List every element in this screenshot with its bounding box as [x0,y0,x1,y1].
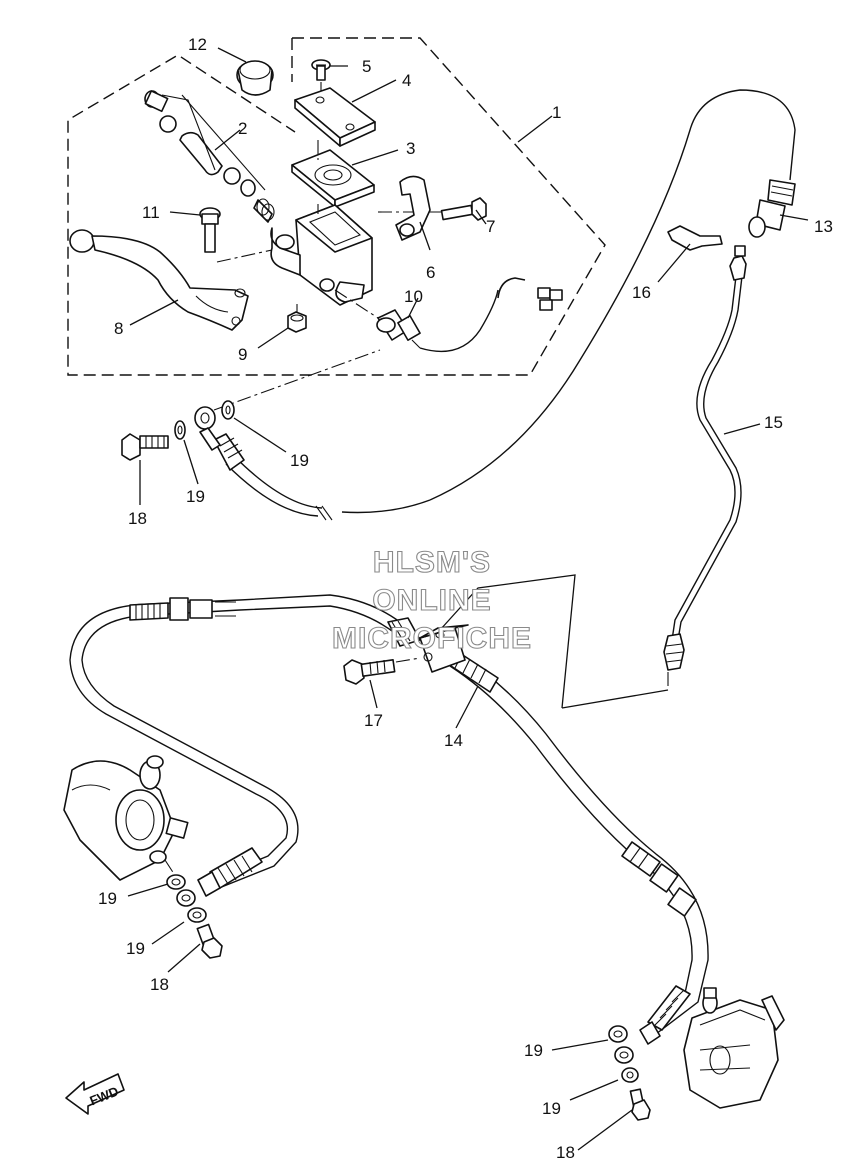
callout-18-right: 18 [556,1143,575,1162]
banjo-bolt-part-upper [121,433,169,461]
screw-part [311,59,331,100]
watermark-line-2: ONLINE [372,584,491,617]
holder-part [395,175,431,241]
callout-15: 15 [764,413,783,432]
watermark: HLSM'S ONLINE MICROFICHE [331,545,532,655]
watermark-line-3: MICROFICHE [332,622,532,655]
master-cylinder-assembly-boundary [67,37,606,376]
brake-lever-part [69,229,249,331]
callout-14: 14 [444,731,463,750]
callout-19-left-b: 19 [126,939,145,958]
left-caliper [63,755,189,881]
hose-end-fitting-part [748,179,796,238]
diaphragm-part [291,140,375,208]
callout-4: 4 [402,71,411,90]
callout-2: 2 [238,119,247,138]
callout-11: 11 [142,203,160,222]
callout-19-right-b: 19 [542,1099,561,1118]
callout-8: 8 [114,319,123,338]
holder-bolt-part [440,197,487,221]
lever-bolt-part [199,207,273,263]
leader-lines [127,47,809,1151]
forward-direction-arrow: FWD [65,1073,125,1115]
washers-upper [174,400,235,440]
callout-19-right-a: 19 [524,1041,543,1060]
callout-19-upper-right: 19 [290,451,309,470]
right-lower-fittings [608,1025,651,1121]
piston-kit-part [144,90,275,223]
callout-19-left-a: 19 [98,889,117,908]
upper-banjo-fitting [194,349,381,451]
reservoir-cap-part [294,87,376,147]
callout-12: 12 [188,35,207,54]
callout-13: 13 [814,217,833,236]
callout-17: 17 [364,711,383,730]
watermark-line-1: HLSM'S [373,546,491,579]
brake-switch-part [334,277,563,353]
brake-pipe-part [439,245,747,709]
callout-9: 9 [238,345,247,364]
boot-part [236,60,274,96]
callout-7: 7 [486,217,495,236]
joint-bolt-part [343,657,421,685]
callout-3: 3 [406,139,415,158]
callout-10: 10 [404,287,423,306]
lower-brake-hoses [69,594,709,1045]
master-cylinder-body [270,204,468,306]
callout-18-left: 18 [150,975,169,994]
callout-numbers: 12 5 4 1 2 3 11 7 6 10 8 9 13 16 15 18 1… [98,35,833,1162]
callout-18-upper: 18 [128,509,147,528]
left-lower-fittings [166,874,223,959]
callout-16: 16 [632,283,651,302]
callout-5: 5 [362,57,371,76]
callout-1: 1 [552,103,561,122]
nut-part [287,304,307,333]
upper-brake-hose [213,85,800,521]
right-caliper [683,987,785,1109]
callout-19-upper-left: 19 [186,487,205,506]
callout-6: 6 [426,263,435,282]
clip-part [667,225,723,251]
